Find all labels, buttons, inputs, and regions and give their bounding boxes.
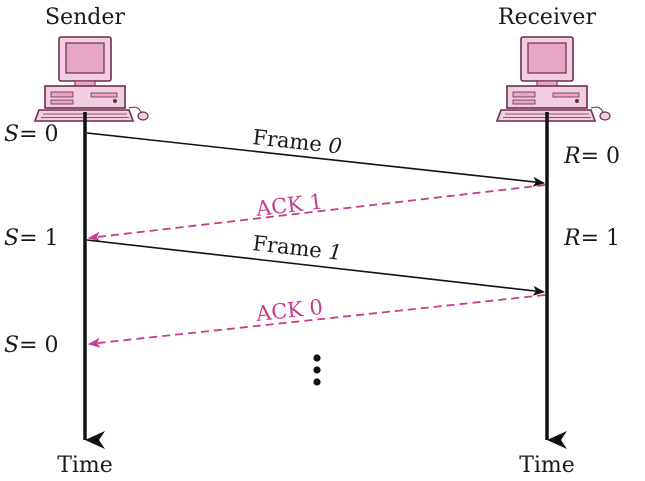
receiver-state: R= 0 [563,144,620,169]
frame-label: Frame 0 [251,125,343,159]
sender-time-label: Time [57,453,113,478]
receiver-title: Receiver [498,5,596,30]
sender-title: Sender [45,5,125,30]
sender-state: S= 0 [4,122,59,147]
frame-arrow [86,239,545,296]
sender-state: S= 1 [4,226,59,251]
continuation-dots-icon [313,354,321,386]
computer-icon [496,36,611,122]
ack-label: ACK 1 [254,189,324,221]
receiver-time-label: Time [519,453,575,478]
sender-state: S= 0 [4,333,59,358]
receiver-state: R= 1 [563,226,620,251]
ack-arrow [88,184,546,242]
ack-label: ACK 0 [254,295,324,326]
frame-arrow [86,132,545,187]
ack-arrow [88,294,546,348]
computer-icon [34,36,149,122]
